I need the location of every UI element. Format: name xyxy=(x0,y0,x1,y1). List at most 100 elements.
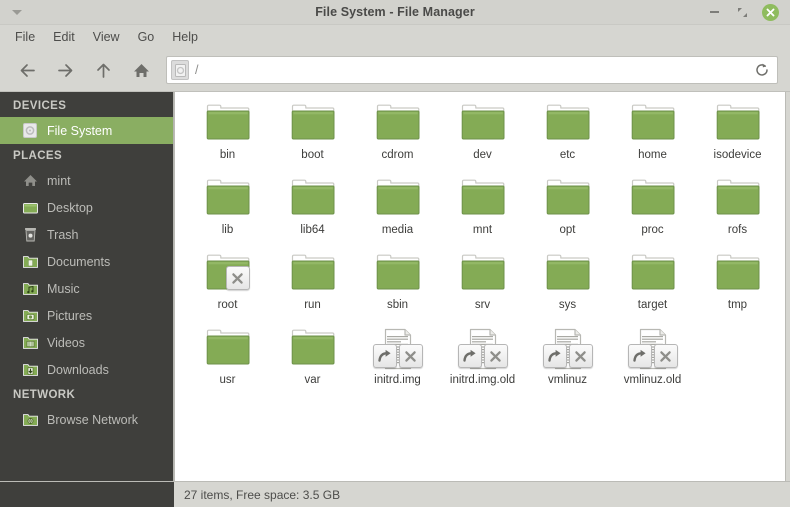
file-icon xyxy=(289,327,337,371)
file-icon-item[interactable]: dev xyxy=(440,100,525,175)
file-icon-item[interactable]: lib64 xyxy=(270,175,355,250)
file-icon xyxy=(374,252,422,296)
file-icon-item[interactable]: boot xyxy=(270,100,355,175)
file-icon xyxy=(544,177,592,221)
refresh-icon xyxy=(756,63,768,76)
forward-button[interactable] xyxy=(46,55,84,85)
file-icon xyxy=(289,177,337,221)
sidebar-item-trash[interactable]: Trash xyxy=(0,221,173,248)
file-icon-item[interactable]: lib xyxy=(185,175,270,250)
file-icon-item[interactable]: mnt xyxy=(440,175,525,250)
sidebar-item-browse-network[interactable]: Browse Network xyxy=(0,406,173,433)
sidebar-item-music[interactable]: Music xyxy=(0,275,173,302)
maximize-button[interactable] xyxy=(734,4,751,21)
sidebar-item-file-system[interactable]: File System xyxy=(0,117,173,144)
folder-icon xyxy=(461,179,504,215)
sidebar-item-videos[interactable]: Videos xyxy=(0,329,173,356)
menu-go[interactable]: Go xyxy=(137,30,155,44)
file-icon xyxy=(629,252,677,296)
file-icon-label: isodevice xyxy=(713,149,762,161)
disk-icon xyxy=(171,60,189,80)
sidebar-item-pictures[interactable]: Pictures xyxy=(0,302,173,329)
no-access-badge-icon xyxy=(568,344,593,368)
file-icon-item[interactable]: opt xyxy=(525,175,610,250)
folder-icon xyxy=(631,254,674,290)
file-icon-label: lib64 xyxy=(300,224,325,236)
file-icon-label: rofs xyxy=(727,224,748,236)
file-icon-item[interactable]: sys xyxy=(525,250,610,325)
title-bar: File System - File Manager xyxy=(0,0,790,25)
file-icon-label: boot xyxy=(301,149,324,161)
folder-icon xyxy=(291,104,334,140)
file-icon xyxy=(372,327,423,371)
file-icon-item[interactable]: isodevice xyxy=(695,100,780,175)
chevron-down-icon xyxy=(12,9,22,15)
folder-icon xyxy=(461,254,504,290)
close-button[interactable] xyxy=(762,3,779,21)
folder-icon xyxy=(376,104,419,140)
file-icon-item[interactable]: etc xyxy=(525,100,610,175)
file-icon-item[interactable]: initrd.img.old xyxy=(440,325,525,400)
symlink-badge-icon xyxy=(372,344,397,368)
file-icon-item[interactable]: var xyxy=(270,325,355,400)
file-icon-item[interactable]: root xyxy=(185,250,270,325)
menu-edit[interactable]: Edit xyxy=(53,30,75,44)
file-icon xyxy=(204,327,252,371)
desktop-folder-icon xyxy=(22,200,38,216)
folder-icon xyxy=(546,104,589,140)
file-icon-label: root xyxy=(217,299,238,311)
path-bar[interactable]: / xyxy=(166,56,778,84)
symlink-badge-icon xyxy=(457,344,482,368)
file-icon-item[interactable]: bin xyxy=(185,100,270,175)
file-icon-label: bin xyxy=(219,149,236,161)
file-icon-label: sbin xyxy=(386,299,409,311)
status-bar-sidebar-stub xyxy=(0,481,174,507)
sidebar-item-desktop[interactable]: Desktop xyxy=(0,194,173,221)
file-icon xyxy=(714,252,762,296)
home-button[interactable] xyxy=(122,55,160,85)
folder-icon xyxy=(206,104,249,140)
no-access-badge-icon xyxy=(653,344,678,368)
file-icon-item[interactable]: target xyxy=(610,250,695,325)
disk-icon xyxy=(22,123,38,139)
menu-view[interactable]: View xyxy=(92,30,120,44)
documents-folder-icon xyxy=(22,254,38,270)
file-icon-item[interactable]: rofs xyxy=(695,175,780,250)
file-icon-item[interactable]: usr xyxy=(185,325,270,400)
file-icon xyxy=(544,102,592,146)
refresh-button[interactable] xyxy=(749,58,775,82)
file-icon-item[interactable]: vmlinuz xyxy=(525,325,610,400)
sidebar-item-downloads[interactable]: Downloads xyxy=(0,356,173,383)
menu-help[interactable]: Help xyxy=(172,30,198,44)
file-icon-item[interactable]: run xyxy=(270,250,355,325)
file-icon-item[interactable]: home xyxy=(610,100,695,175)
file-icon-item[interactable]: tmp xyxy=(695,250,780,325)
file-icon xyxy=(627,327,678,371)
up-button[interactable] xyxy=(84,55,122,85)
file-icon-item[interactable]: initrd.img xyxy=(355,325,440,400)
window-menu-button[interactable] xyxy=(0,0,34,25)
menu-file[interactable]: File xyxy=(15,30,36,44)
file-icon-label: media xyxy=(381,224,414,236)
file-icon xyxy=(204,252,252,296)
symlink-badge-icon xyxy=(627,344,652,368)
back-button[interactable] xyxy=(8,55,46,85)
file-icon-label: run xyxy=(304,299,321,311)
sidebar-item-mint[interactable]: mint xyxy=(0,167,173,194)
file-icon-item[interactable]: srv xyxy=(440,250,525,325)
restore-icon xyxy=(738,7,747,17)
file-icon-label: usr xyxy=(219,374,236,386)
file-icon-item[interactable]: vmlinuz.old xyxy=(610,325,695,400)
sidebar-item-label: Trash xyxy=(47,227,79,242)
file-icon-label: target xyxy=(637,299,668,311)
sidebar-item-documents[interactable]: Documents xyxy=(0,248,173,275)
file-icon-item[interactable]: proc xyxy=(610,175,695,250)
no-access-badge-icon xyxy=(225,266,250,290)
file-icon-item[interactable]: sbin xyxy=(355,250,440,325)
file-icon-item[interactable]: media xyxy=(355,175,440,250)
menu-bar: File Edit View Go Help xyxy=(0,25,790,49)
minimize-button[interactable] xyxy=(706,4,723,21)
pictures-folder-icon xyxy=(22,308,38,324)
file-icon-item[interactable]: cdrom xyxy=(355,100,440,175)
